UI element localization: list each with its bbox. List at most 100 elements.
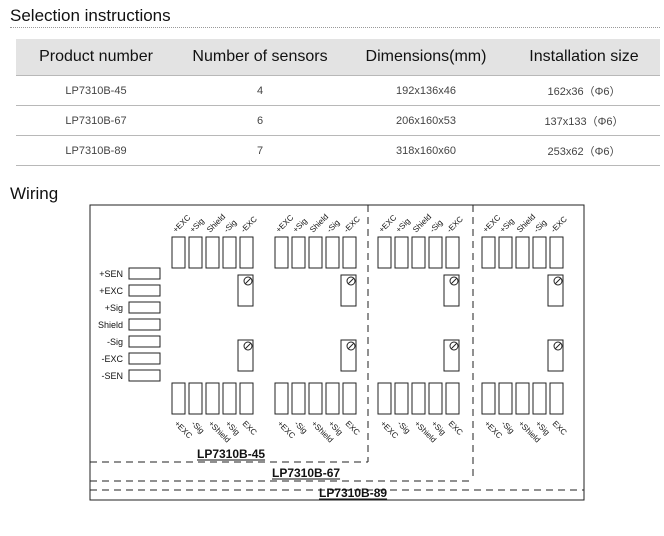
terminal-label: +EXC	[171, 213, 192, 234]
terminal-slot	[549, 382, 564, 415]
terminal-label: EXC	[447, 419, 465, 437]
table-cell: 137x133（Φ6）	[508, 105, 660, 136]
terminal-slot	[532, 236, 547, 269]
terminal-slot	[291, 236, 306, 269]
terminal-slot	[171, 382, 186, 415]
terminal-slot	[325, 236, 340, 269]
terminal-slot	[377, 236, 392, 269]
table-cell: 206x160x53	[344, 105, 508, 136]
signal-label: +SEN	[99, 269, 123, 279]
signal-terminal	[128, 335, 161, 348]
model-label: LP7310B-89	[319, 486, 387, 500]
terminal-slot	[342, 236, 357, 269]
terminal-label: -EXC	[239, 214, 259, 234]
terminal-label: +EXC	[377, 213, 398, 234]
terminal-slot	[325, 382, 340, 415]
table-cell: 7	[176, 135, 344, 166]
potentiometer-slot	[347, 342, 355, 350]
potentiometer-slot	[554, 342, 562, 350]
terminal-slot	[239, 382, 254, 415]
terminal-slot	[428, 236, 443, 269]
terminal-slot	[308, 382, 323, 415]
table-cell: LP7310B-67	[16, 105, 176, 136]
signal-terminal	[128, 301, 161, 314]
terminal-slot	[411, 236, 426, 269]
terminal-slot	[222, 382, 237, 415]
model-label: LP7310B-67	[272, 466, 340, 480]
terminal-slot	[498, 236, 513, 269]
terminal-slot	[515, 236, 530, 269]
table-cell: 6	[176, 105, 344, 136]
title-divider	[10, 27, 660, 28]
terminal-slot	[239, 236, 254, 269]
table-row: LP7310B-67 6 206x160x53 137x133（Φ6）	[16, 105, 660, 136]
signal-terminal	[128, 352, 161, 365]
table-cell: LP7310B-45	[16, 75, 176, 106]
terminal-slot	[291, 382, 306, 415]
column-header: Product number	[16, 39, 176, 76]
table-cell: 4	[176, 75, 344, 106]
terminal-slot	[394, 236, 409, 269]
terminal-label: EXC	[344, 419, 362, 437]
terminal-slot	[188, 382, 203, 415]
terminal-label: +EXC	[173, 419, 194, 440]
signal-label: -Sig	[107, 337, 123, 347]
table-row: LP7310B-89 7 318x160x60 253x62（Φ6）	[16, 135, 660, 166]
terminal-slot	[481, 382, 496, 415]
potentiometer-slot	[554, 277, 562, 285]
terminal-slot	[394, 382, 409, 415]
signal-label: Shield	[98, 320, 123, 330]
potentiometer-slot	[244, 342, 252, 350]
terminal-label: +EXC	[276, 419, 297, 440]
terminal-slot	[205, 236, 220, 269]
terminal-label: EXC	[241, 419, 259, 437]
terminal-slot	[342, 382, 357, 415]
potentiometer-slot	[450, 342, 458, 350]
terminal-slot	[205, 382, 220, 415]
table-cell: 162x36（Φ6）	[508, 75, 660, 106]
table-cell: 253x62（Φ6）	[508, 135, 660, 166]
terminal-slot	[532, 382, 547, 415]
potentiometer-slot	[347, 277, 355, 285]
terminal-label: +EXC	[274, 213, 295, 234]
signal-terminal	[128, 369, 161, 382]
terminal-label: +EXC	[483, 419, 504, 440]
selection-table: Product number Number of sensors Dimensi…	[16, 39, 660, 166]
board-outline	[89, 204, 585, 501]
signal-label: +Sig	[105, 303, 123, 313]
table-cell: 192x136x46	[344, 75, 508, 106]
column-header: Installation size	[508, 39, 660, 76]
terminal-label: EXC	[551, 419, 569, 437]
terminal-slot	[481, 236, 496, 269]
terminal-label: -EXC	[342, 214, 362, 234]
terminal-slot	[308, 236, 323, 269]
terminal-slot	[428, 382, 443, 415]
terminal-label: +EXC	[481, 213, 502, 234]
selection-title: Selection instructions	[10, 6, 171, 25]
table-cell: 318x160x60	[344, 135, 508, 166]
column-header: Number of sensors	[176, 39, 344, 76]
model-label: LP7310B-45	[197, 447, 265, 461]
potentiometer-slot	[450, 277, 458, 285]
potentiometer-slot	[244, 277, 252, 285]
signal-label: -SEN	[101, 371, 123, 381]
terminal-slot	[549, 236, 564, 269]
terminal-slot	[188, 236, 203, 269]
column-header: Dimensions(mm)	[344, 39, 508, 76]
terminal-label: -EXC	[549, 214, 569, 234]
signal-terminal	[128, 267, 161, 280]
terminal-slot	[445, 236, 460, 269]
terminal-slot	[274, 236, 289, 269]
terminal-slot	[498, 382, 513, 415]
table-row: LP7310B-45 4 192x136x46 162x36（Φ6）	[16, 75, 660, 106]
table-cell: LP7310B-89	[16, 135, 176, 166]
signal-label: -EXC	[101, 354, 123, 364]
terminal-label: +EXC	[379, 419, 400, 440]
terminal-slot	[222, 236, 237, 269]
table-header-row: Product number Number of sensors Dimensi…	[16, 39, 660, 76]
signal-terminal	[128, 318, 161, 331]
signal-terminal	[128, 284, 161, 297]
terminal-slot	[274, 382, 289, 415]
signal-label: +EXC	[99, 286, 123, 296]
